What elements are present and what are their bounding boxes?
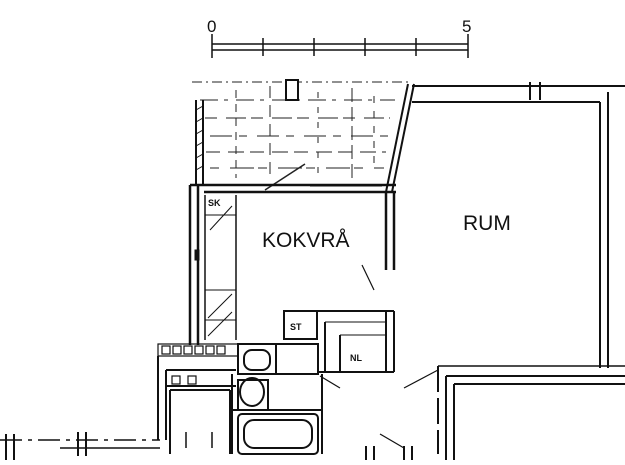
kitchen-label: KOKVRÅ	[262, 229, 350, 252]
lower-walls	[0, 389, 231, 460]
scale-start-label: 0	[207, 17, 216, 36]
cabinet-nl-label: NL	[350, 353, 362, 363]
vent-symbol	[285, 79, 299, 101]
room-label: RUM	[463, 212, 511, 235]
door-swing	[361, 264, 375, 291]
balcony-left-wall	[195, 100, 204, 185]
scale-end-label: 5	[462, 17, 471, 36]
room-top-wall	[412, 82, 625, 368]
kitchen-counter	[194, 195, 237, 340]
kitchen-walls	[188, 183, 396, 345]
closet-sk-label: SK	[208, 198, 221, 208]
room-lower-walls	[319, 365, 625, 460]
bathroom	[231, 343, 323, 455]
balcony-diagonal-wall	[385, 83, 415, 193]
scale-bar	[211, 34, 469, 58]
closet-st-label: ST	[290, 322, 302, 332]
storage-block	[283, 310, 395, 373]
hallway-tiles	[157, 343, 239, 440]
